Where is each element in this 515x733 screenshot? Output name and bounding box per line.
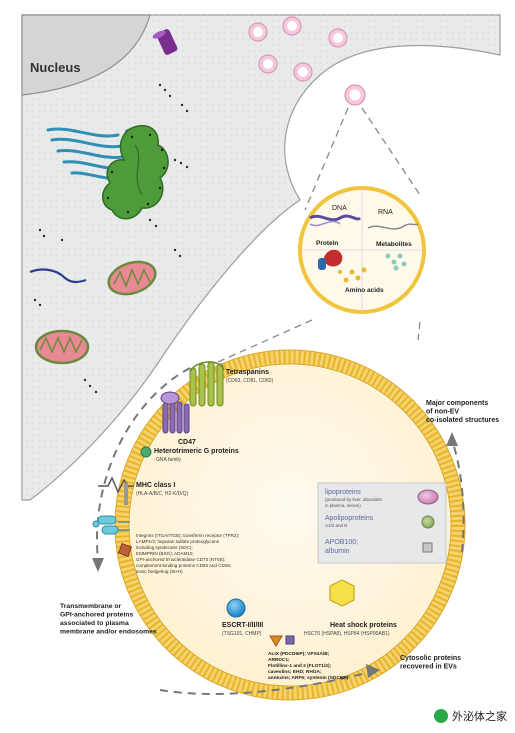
alix-line: ARRDC1;	[268, 657, 290, 663]
legend-lipoproteins: lipoproteins	[325, 489, 361, 496]
legend-albumin: albumin	[325, 548, 350, 555]
legend-apob: APOB100;	[325, 539, 358, 546]
watermark-text: 外泌体之家	[452, 710, 507, 723]
mhc-icon	[98, 476, 134, 505]
cd47-icon	[160, 391, 190, 434]
integrins-line: Integrins (ITGA/ITGB); transferrin recep…	[136, 533, 239, 538]
cd73-icon	[117, 542, 133, 558]
alix-triangle-icon	[269, 635, 283, 647]
tetraspanins-sub: (CD63, CD81, CD82)	[226, 378, 274, 384]
apolipoprotein-icon	[421, 515, 435, 529]
mitochondrion-icon-2	[34, 329, 90, 365]
legend-lipoproteins-sub-1: (produced by liver, abundant	[325, 497, 383, 502]
zoom-lines	[199, 107, 421, 371]
albumin-icon	[422, 542, 433, 553]
alix-line: Flotillins-1 and 2 (FLOT1/2);	[268, 663, 332, 669]
arrow-head-left	[92, 558, 104, 572]
transmembrane-line: membrane and/or endosomes	[60, 629, 157, 636]
major-components-line: co-isolated structures	[426, 417, 499, 424]
mhc-sub: (HLA-A/B/C, H2-K/D/Q)	[136, 491, 189, 497]
integrins-text: Integrins (ITGA/ITGB); transferrin recep…	[136, 533, 239, 574]
g-protein-icon	[140, 446, 152, 458]
amino-acids-label: Amino acids	[345, 287, 384, 294]
integrin-icon	[92, 515, 130, 535]
integrins-line: LAMP1/2; heparan sulfate proteoglycans	[136, 539, 220, 544]
major-components-line: of non-EV	[426, 409, 459, 416]
er-icon	[102, 124, 169, 220]
arrow-head-right	[446, 432, 458, 446]
major-components-line: Major components	[426, 400, 488, 407]
rna-label: RNA	[378, 209, 393, 216]
escrt-title: ESCRT-I/II/III	[222, 622, 263, 629]
wechat-logo-icon	[434, 709, 448, 723]
alix-line: caveolins; EHD; RHOA;	[268, 669, 322, 675]
hsp-title: Heat shock proteins	[330, 622, 397, 629]
integrins-line: complement-binding proteins CD55 and CD5…	[136, 563, 231, 568]
nucleus: Nucleus	[21, 14, 151, 96]
cytosolic-line: Cytosolic proteins	[400, 655, 461, 662]
cd47-label: CD47	[178, 439, 196, 446]
extracellular-vesicle	[114, 349, 466, 701]
metabolites-label: Metabolites	[376, 241, 412, 248]
protein-label: Protein	[316, 240, 338, 247]
watermark: 外泌体之家	[434, 708, 507, 724]
cytosolic-line: recovered in EVs	[400, 664, 457, 671]
g-proteins-sub: GNA family	[156, 457, 182, 463]
mhc-title: MHC class I	[136, 482, 175, 489]
integrins-line: GPI-anchored 5'nucleotidase CD73 (NT5E);	[136, 557, 225, 562]
arrow-head-bottom	[366, 664, 380, 678]
dna-label: DNA	[332, 205, 347, 212]
cytosolic-text: Cytosolic proteins recovered in EVs	[400, 655, 461, 671]
alix-square-icon	[285, 635, 295, 645]
escrt-sub: (TSG101, CHMP)	[222, 631, 262, 637]
hsp-icon	[329, 579, 355, 607]
alix-text: ALIX (PDCD6IP); VPS4A/B;ARRDC1;Flotillin…	[268, 651, 348, 681]
integrins-line: sonic hedgehog (SHH)	[136, 569, 183, 574]
mitochondrion-icon-1	[107, 260, 157, 296]
released-vesicles	[248, 16, 366, 106]
legend-apolipoproteins: Apolipoproteins	[325, 515, 374, 522]
hsp-sub: HSC70 (HSPA8), HSP84 (HSP90AB1)	[304, 631, 390, 637]
integrins-line: EMMPRIN (BSG); ADAM10;	[136, 551, 194, 556]
lipoprotein-icon	[417, 489, 439, 505]
alix-line: ALIX (PDCD6IP); VPS4A/B;	[268, 651, 330, 657]
transmembrane-text: Transmembrane or GPI-anchored proteinsass…	[60, 603, 157, 636]
tetraspanins-title: Tetraspanins	[226, 369, 269, 376]
curved-arrows	[96, 367, 465, 695]
g-proteins-title: Heterotrimeric G proteins	[154, 448, 239, 455]
alix-line: annexins; ARF6; syntenin (SDCBP)	[268, 675, 348, 681]
legend-apolipoproteins-sub: A1/2 and B	[325, 523, 347, 528]
proteasome-icon	[152, 29, 178, 55]
transmembrane-line: Transmembrane or	[60, 603, 122, 610]
legend-lipoproteins-sub-2: in plasma, serum)	[325, 503, 361, 508]
transmembrane-line: associated to plasma	[60, 620, 129, 627]
transmembrane-line: GPI-anchored proteins	[60, 612, 133, 619]
legend-box: lipoproteins (produced by liver, abundan…	[317, 482, 447, 564]
ribosome-dots	[33, 83, 189, 394]
tetraspanin-icon	[189, 361, 225, 407]
nucleus-label: Nucleus	[30, 60, 81, 75]
integrins-line: including syndecans (SDC);	[136, 545, 193, 550]
mrna-icon	[29, 268, 87, 284]
ev-contents-circle: DNA RNA Protein Metabolites Amino acids	[298, 186, 426, 314]
escrt-icon	[226, 598, 246, 618]
